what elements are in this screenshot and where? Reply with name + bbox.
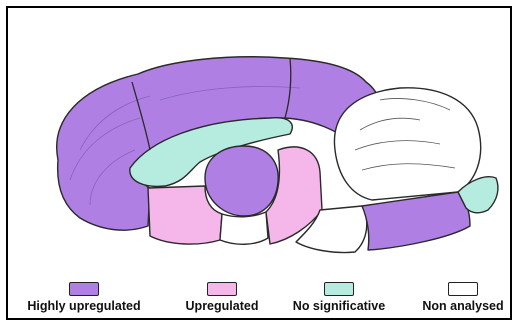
legend-label: No significative (278, 299, 400, 313)
legend-swatch-upregulated (207, 282, 237, 296)
legend: Highly upregulated Upregulated No signif… (0, 282, 520, 322)
region-thalamus (205, 146, 278, 216)
legend-item-upregulated: Upregulated (172, 282, 272, 313)
legend-swatch-non-analysed (448, 282, 478, 296)
legend-label: Non analysed (410, 299, 516, 313)
legend-swatch-no-significative (324, 282, 354, 296)
legend-swatch-highly-upregulated (69, 282, 99, 296)
legend-item-no-significative: No significative (278, 282, 400, 313)
legend-item-highly-upregulated: Highly upregulated (4, 282, 164, 313)
legend-label: Upregulated (172, 299, 272, 313)
region-cerebellum (334, 88, 480, 200)
legend-label: Highly upregulated (4, 299, 164, 313)
region-hypothalamus (220, 212, 268, 244)
legend-item-non-analysed: Non analysed (410, 282, 516, 313)
region-medulla (362, 192, 470, 250)
